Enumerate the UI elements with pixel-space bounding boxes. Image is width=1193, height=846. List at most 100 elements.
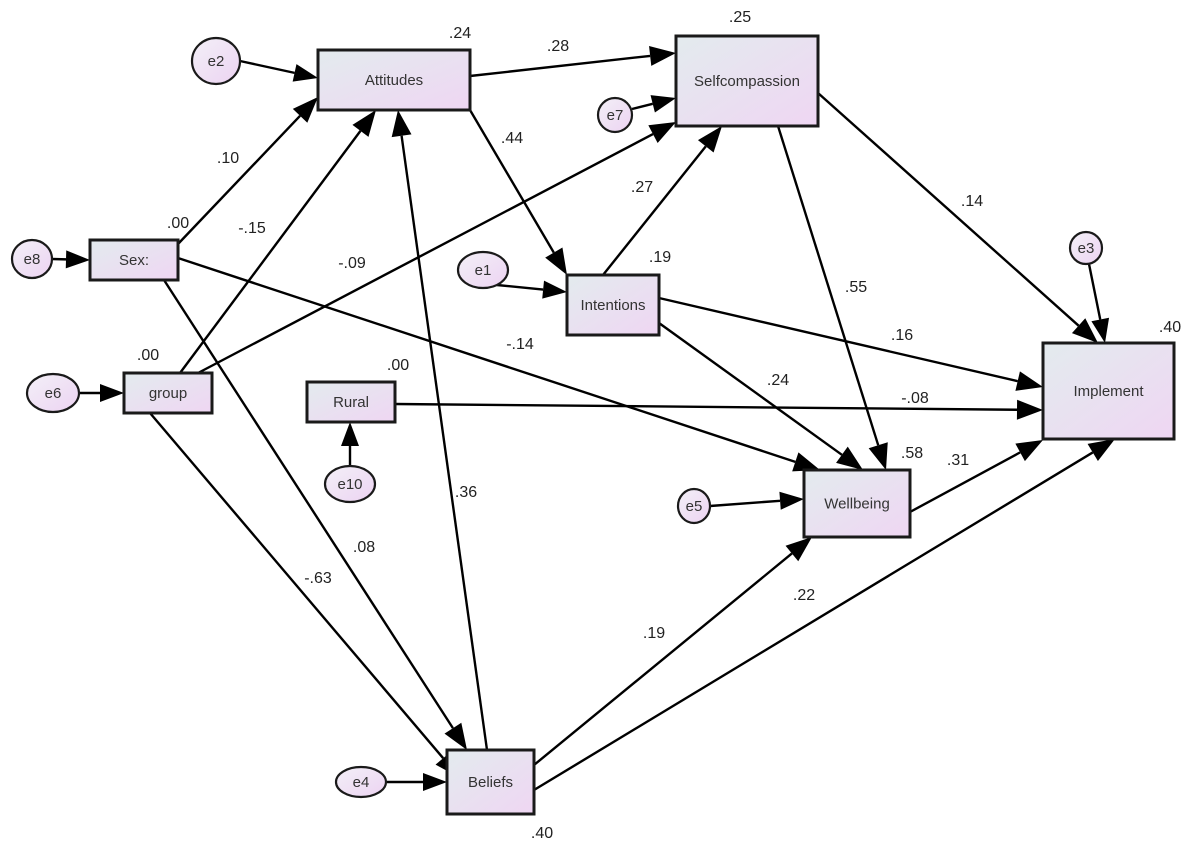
r-squared-selfcompassion: .25	[729, 9, 751, 26]
variable-intentions[interactable]: Intentions	[565, 273, 661, 337]
error-term-e8[interactable]: e8	[10, 238, 54, 280]
error-ellipse-e7[interactable]	[596, 96, 634, 134]
path-selfcompassion-to-wellbeing	[776, 125, 880, 446]
variable-sex[interactable]: Sex:	[88, 238, 180, 282]
path-selfcompassion-to-implement-arrowhead	[1071, 318, 1098, 343]
path-coefficient-intentions-to-implement: .16	[891, 327, 913, 344]
error-arrow-e5-arrowhead	[779, 491, 804, 510]
path-coefficient-beliefs-to-implement: .22	[793, 587, 815, 604]
path-selfcompassion-to-wellbeing-arrowhead	[868, 442, 888, 470]
variable-box-attitudes[interactable]	[316, 48, 472, 112]
error-arrow-e8-arrowhead	[65, 250, 90, 269]
variable-box-sex[interactable]	[88, 238, 180, 282]
path-group-to-attitudes	[179, 130, 362, 374]
variable-label-wellbeing: Wellbeing	[824, 496, 890, 513]
error-label-e8: e8	[24, 251, 41, 268]
variable-box-intentions[interactable]	[565, 273, 661, 337]
r-squared-beliefs: .40	[531, 825, 553, 842]
path-intentions-to-selfcompassion	[602, 145, 707, 276]
variable-implement[interactable]: Implement	[1041, 341, 1176, 441]
path-intentions-to-implement-arrowhead	[1015, 371, 1043, 391]
variable-group[interactable]: group	[122, 371, 214, 415]
path-sex-to-attitudes-arrowhead	[292, 97, 318, 123]
path-coefficient-attitudes-to-intentions: .44	[501, 130, 523, 147]
error-arrow-e6-arrowhead	[100, 384, 124, 402]
error-term-e3[interactable]: e3	[1068, 230, 1104, 266]
variable-label-attitudes: Attitudes	[365, 72, 423, 89]
error-label-e2: e2	[208, 53, 225, 70]
path-coefficient-intentions-to-selfcompassion: .27	[631, 179, 653, 196]
variable-label-rural: Rural	[333, 394, 369, 411]
path-coefficient-rural-to-implement: -.08	[901, 390, 929, 407]
edges-layer	[51, 45, 1115, 792]
error-term-e5[interactable]: e5	[676, 487, 712, 525]
error-arrow-e2-arrowhead	[292, 64, 318, 82]
path-coefficient-sex-to-wellbeing: -.14	[506, 336, 534, 353]
variable-box-rural[interactable]	[305, 380, 397, 424]
error-term-e2[interactable]: e2	[190, 36, 242, 86]
path-intentions-to-selfcompassion-arrowhead	[697, 126, 722, 153]
path-beliefs-to-wellbeing-arrowhead	[785, 537, 812, 562]
path-beliefs-to-implement-arrowhead	[1087, 439, 1115, 462]
r-squared-sex: .00	[167, 215, 189, 232]
variable-selfcompassion[interactable]: Selfcompassion	[674, 34, 820, 128]
path-coefficient-group-to-attitudes: -.15	[238, 220, 266, 237]
variable-attitudes[interactable]: Attitudes	[316, 48, 472, 112]
variable-beliefs[interactable]: Beliefs	[445, 748, 536, 816]
error-term-e1[interactable]: e1	[456, 250, 510, 290]
r-squared-attitudes: .24	[449, 25, 471, 42]
variable-rural[interactable]: Rural	[305, 380, 397, 424]
error-ellipse-e2[interactable]	[190, 36, 242, 86]
error-term-e7[interactable]: e7	[596, 96, 634, 134]
error-ellipse-e1[interactable]	[456, 250, 510, 290]
path-coefficient-attitudes-to-selfcompassion: .28	[547, 38, 569, 55]
path-sex-to-wellbeing-arrowhead	[792, 452, 820, 472]
path-group-to-attitudes-arrowhead	[352, 110, 376, 137]
path-selfcompassion-to-implement	[817, 92, 1080, 327]
r-squared-rural: .00	[387, 357, 409, 374]
error-arrow-e5	[709, 499, 781, 508]
variable-box-wellbeing[interactable]	[802, 468, 912, 539]
error-ellipse-e8[interactable]	[10, 238, 54, 280]
path-intentions-to-implement	[658, 296, 1018, 383]
variable-wellbeing[interactable]: Wellbeing	[802, 468, 912, 539]
path-coefficient-intentions-to-wellbeing: .24	[767, 372, 789, 389]
r-squared-wellbeing: .58	[901, 445, 923, 462]
path-coefficient-wellbeing-to-implement: .31	[947, 452, 969, 469]
error-ellipse-e5[interactable]	[676, 487, 712, 525]
error-term-e6[interactable]: e6	[25, 372, 81, 414]
variable-box-implement[interactable]	[1041, 341, 1176, 441]
path-sex-to-beliefs	[162, 279, 454, 729]
variable-label-selfcompassion: Selfcompassion	[694, 73, 800, 90]
error-ellipse-e10[interactable]	[323, 464, 377, 504]
variable-box-group[interactable]	[122, 371, 214, 415]
path-coefficient-group-to-beliefs: -.63	[304, 570, 332, 587]
path-rural-to-implement	[394, 402, 1018, 411]
variable-box-selfcompassion[interactable]	[674, 34, 820, 128]
variable-label-sex: Sex:	[119, 252, 149, 269]
r-squared-group: .00	[137, 347, 159, 364]
path-sex-to-attitudes	[177, 114, 301, 245]
error-ellipse-e3[interactable]	[1068, 230, 1104, 266]
error-arrow-e4-arrowhead	[423, 773, 447, 791]
path-coefficient-beliefs-to-attitudes: .36	[455, 484, 477, 501]
error-ellipse-e4[interactable]	[334, 765, 388, 799]
error-ellipse-e6[interactable]	[25, 372, 81, 414]
path-intentions-to-wellbeing	[658, 322, 843, 456]
path-beliefs-to-attitudes-arrowhead	[391, 110, 412, 138]
variable-box-beliefs[interactable]	[445, 748, 536, 816]
error-label-e4: e4	[353, 774, 370, 791]
path-attitudes-to-intentions-arrowhead	[545, 247, 567, 275]
labels-layer: .28.44.10-.15.36-.09.27.14.55.16.24-.14.…	[137, 9, 1181, 842]
variable-label-implement: Implement	[1073, 383, 1144, 400]
error-arrow-e1-arrowhead	[542, 280, 567, 299]
path-coefficient-sex-to-beliefs: .08	[353, 539, 375, 556]
error-term-e10[interactable]: e10	[323, 464, 377, 504]
path-attitudes-to-selfcompassion	[469, 54, 651, 78]
path-wellbeing-to-implement-arrowhead	[1015, 440, 1043, 462]
error-term-e4[interactable]: e4	[334, 765, 388, 799]
error-label-e6: e6	[45, 385, 62, 402]
error-arrow-e7	[631, 102, 654, 111]
